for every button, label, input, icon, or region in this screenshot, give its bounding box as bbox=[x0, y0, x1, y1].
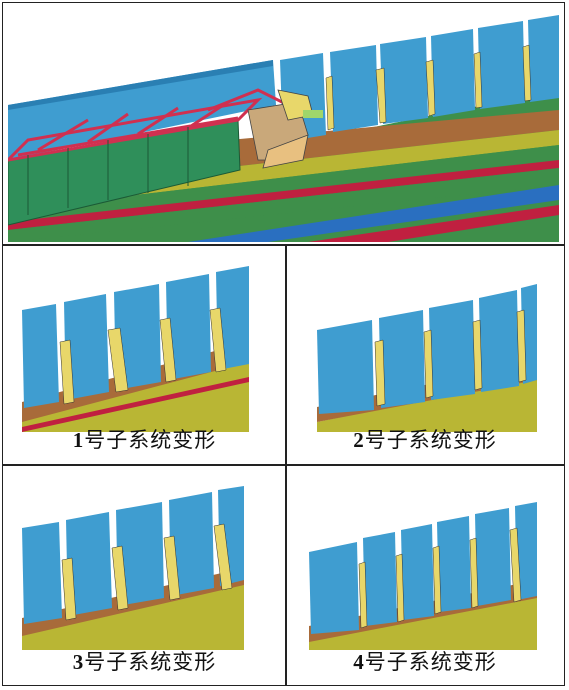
panel-3-illustration bbox=[22, 486, 244, 650]
panel-3-label: 号子系统变形 bbox=[84, 650, 217, 674]
panel-1-caption: 1号子系统变形 bbox=[4, 424, 285, 454]
panel-4-illustration bbox=[309, 502, 537, 650]
panel-4: 4号子系统变形 bbox=[287, 466, 563, 684]
panel-4-label: 号子系统变形 bbox=[364, 650, 497, 674]
panel-4-caption: 4号子系统变形 bbox=[287, 646, 563, 676]
overview-panel bbox=[8, 10, 559, 242]
panel-1-illustration bbox=[22, 266, 249, 432]
overview-illustration bbox=[8, 15, 559, 242]
train-model bbox=[8, 88, 323, 226]
panel-3: 3号子系统变形 bbox=[4, 466, 285, 684]
panel-2-number: 2 bbox=[353, 428, 365, 452]
panel-2-caption: 2号子系统变形 bbox=[287, 424, 563, 454]
panel-4-number: 4 bbox=[353, 650, 365, 674]
panel-3-number: 3 bbox=[72, 650, 85, 674]
panel-1: 1号子系统变形 bbox=[4, 246, 285, 463]
panel-1-label: 号子系统变形 bbox=[84, 428, 217, 452]
divider-middle bbox=[2, 464, 565, 466]
panel-2-label: 号子系统变形 bbox=[364, 428, 497, 452]
divider-vertical bbox=[285, 244, 287, 686]
panel-1-number: 1 bbox=[72, 428, 85, 452]
divider-top bbox=[2, 244, 565, 246]
panel-2-illustration bbox=[317, 284, 537, 432]
panel-2: 2号子系统变形 bbox=[287, 246, 563, 463]
panel-3-caption: 3号子系统变形 bbox=[4, 646, 285, 676]
